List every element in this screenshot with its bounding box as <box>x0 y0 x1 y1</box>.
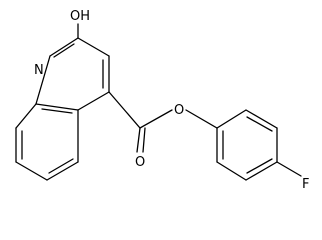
bond-n1-c8a <box>35 55 51 105</box>
bond-c2-c3 <box>77 37 110 57</box>
bond-c2-n1 <box>49 37 79 57</box>
carbonyl-oxygen-label: O <box>135 155 145 170</box>
bond-c7-c6 <box>15 161 48 181</box>
bond-ph1-ph2 <box>216 109 247 129</box>
bond-c6-c5-inner <box>48 158 74 174</box>
bond-c8a-c4a-inner <box>41 108 73 114</box>
fluorophenyl-ring <box>216 109 302 181</box>
atom-labels: OH N O O F <box>34 9 309 192</box>
pyridine-ring <box>35 23 110 111</box>
bond-c6-c5 <box>46 161 79 181</box>
bond-ph2-ph3-inner <box>246 116 273 132</box>
bond-c8a-c8 <box>15 103 37 129</box>
structure-canvas: OH N O O F <box>15 9 310 192</box>
bond-ph5-ph6 <box>216 161 247 181</box>
bond-ph4-f <box>276 161 302 177</box>
molecule-diagram: OH N O O F <box>15 9 309 192</box>
bond-ph2-ph3 <box>245 109 278 129</box>
bond-carbonyl-o-second <box>142 127 146 153</box>
bond-c4-carbonyl <box>108 91 141 129</box>
bond-ester-o-aryl <box>185 109 218 129</box>
bond-ph4-ph5 <box>245 161 278 181</box>
ring-nitrogen-label: N <box>34 63 44 78</box>
bond-c4a-c8a <box>35 103 79 111</box>
bond-carbonyl-o <box>136 127 141 153</box>
benzo-ring <box>15 103 79 181</box>
ester-group <box>108 91 218 153</box>
bond-c2-n1-inner <box>53 43 75 58</box>
hydroxyl-label: OH <box>70 9 90 24</box>
bond-carbonyl-ester-o <box>139 109 173 129</box>
ester-oxygen-label: O <box>174 103 184 118</box>
bond-c4-c4a <box>77 91 110 111</box>
fluorine-label: F <box>302 177 309 192</box>
bond-ph4-ph5-inner <box>246 158 273 174</box>
